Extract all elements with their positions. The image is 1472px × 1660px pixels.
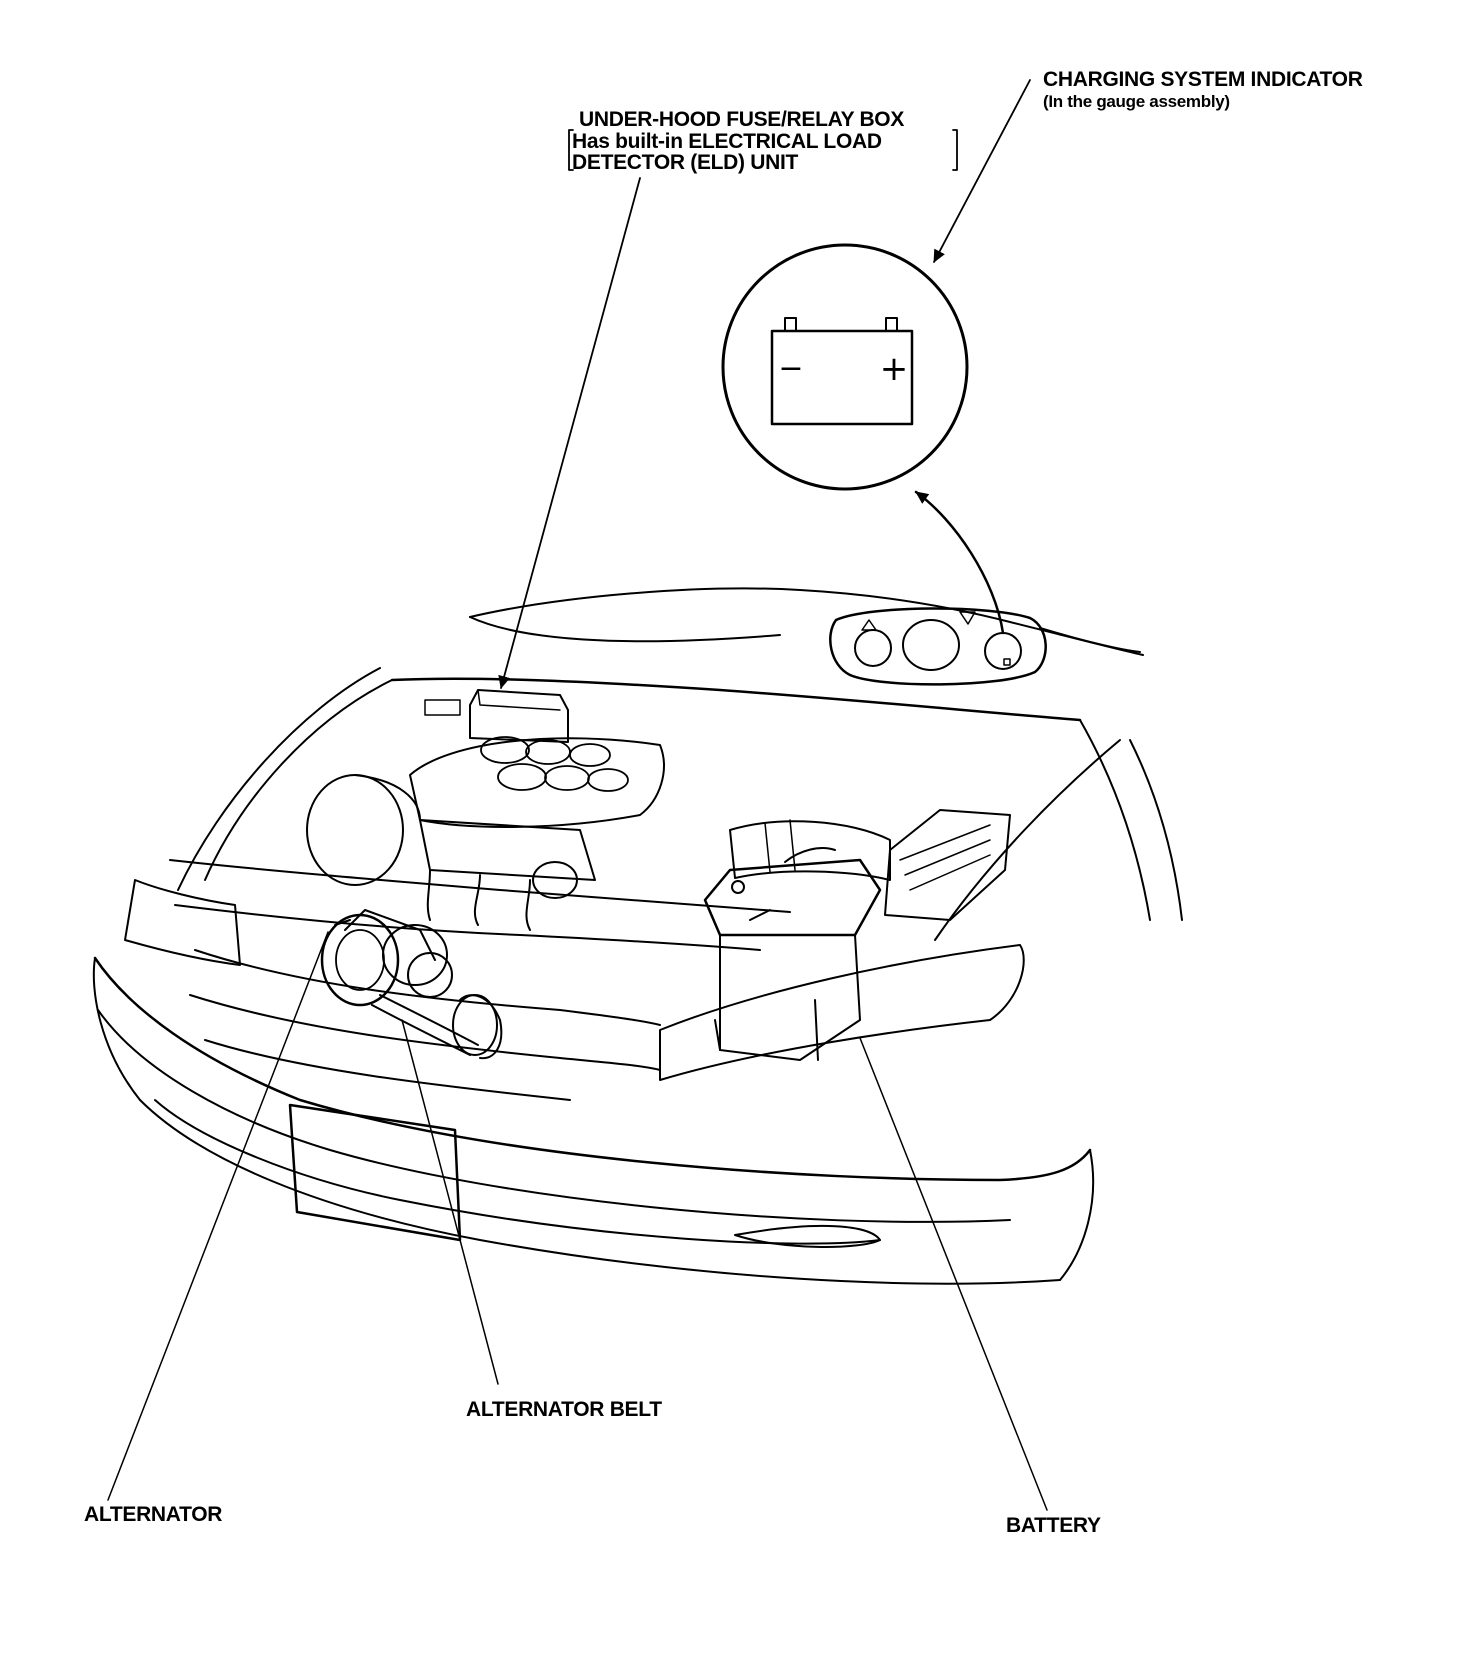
engine-bay — [169, 689, 1011, 1061]
alternator-label: ALTERNATOR — [84, 1503, 223, 1526]
fuse-box-bracket-left — [568, 129, 574, 171]
battery-warning-icon: − + — [770, 317, 914, 426]
battery-shape — [703, 847, 882, 1061]
fuse-box-line3-label: DETECTOR (ELD) UNIT — [572, 151, 799, 174]
dashboard — [469, 587, 1144, 686]
battery-label: BATTERY — [1006, 1514, 1101, 1537]
gauge-to-indicator-arrow — [914, 490, 1005, 635]
alternator-belt-leader-line — [401, 1019, 499, 1385]
fuse-box-leader-line — [498, 177, 641, 689]
alternator-shape — [320, 909, 453, 1007]
indicator-leader-line — [933, 79, 1031, 263]
car-body — [92, 667, 1183, 1285]
indicator-magnified-view: − + — [721, 243, 969, 491]
battery-minus-symbol: − — [778, 351, 803, 386]
fuse-relay-box-shape — [424, 689, 569, 743]
alternator-belt-label: ALTERNATOR BELT — [466, 1398, 662, 1421]
battery-plus-symbol: + — [880, 349, 909, 389]
charging-indicator-sub-label: (In the gauge assembly) — [1043, 92, 1230, 111]
leader-lines — [107, 79, 1048, 1511]
fuse-box-line2-label: Has built-in ELECTRICAL LOAD — [572, 130, 882, 153]
alternator-leader-line — [107, 931, 329, 1501]
battery-leader-line — [859, 1037, 1048, 1511]
fuse-box-bracket-right — [952, 129, 958, 171]
charging-indicator-title-label: CHARGING SYSTEM INDICATOR — [1043, 68, 1363, 91]
fuse-box-title-label: UNDER-HOOD FUSE/RELAY BOX — [579, 108, 905, 131]
